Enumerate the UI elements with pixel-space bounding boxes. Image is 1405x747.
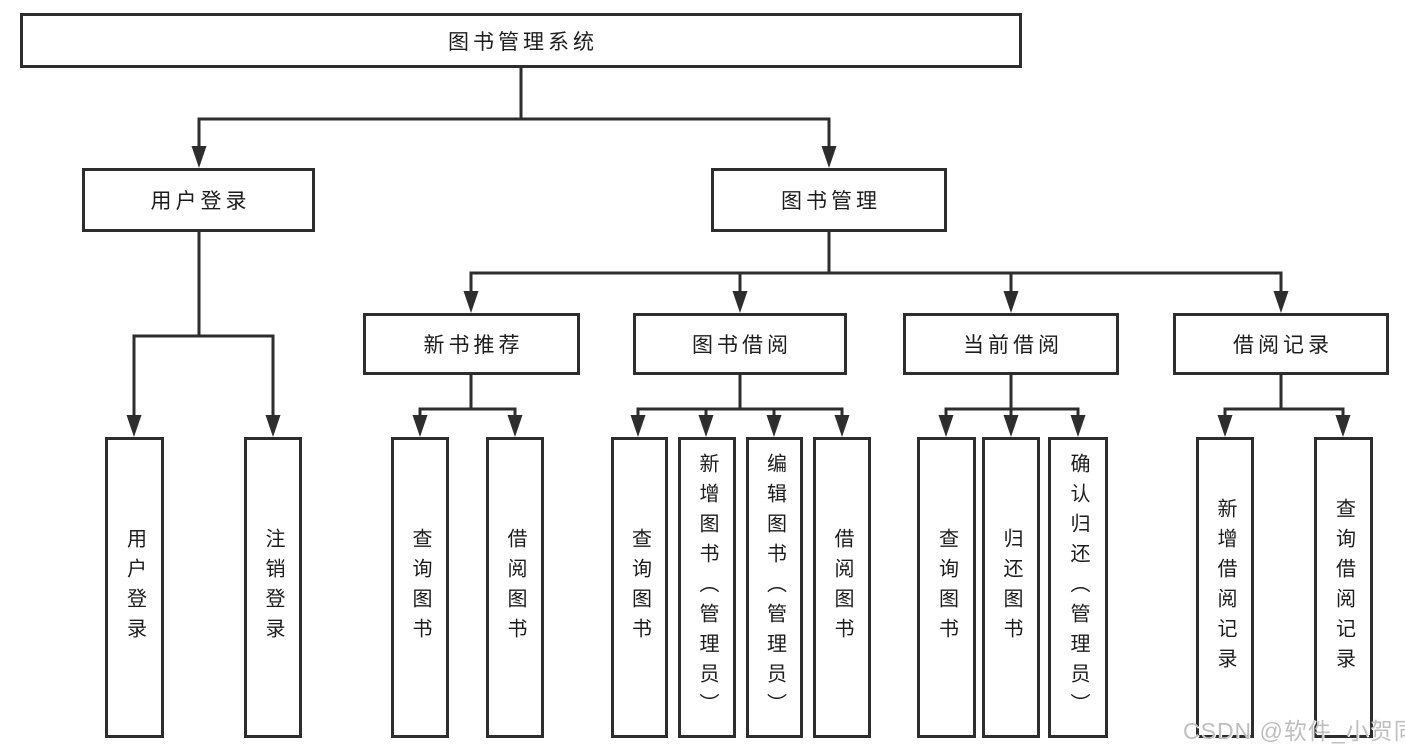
- node-label: 图书管理系统: [448, 30, 598, 54]
- node-label: 新增图书（管理员）: [696, 452, 718, 723]
- leaf-borrow-books-borrowing: 借阅图书: [813, 437, 871, 738]
- node-label: 新书推荐: [423, 334, 524, 357]
- node-label: 借阅图书: [504, 527, 526, 648]
- node-label: 注销登录: [262, 527, 284, 648]
- node-label: 编辑图书（管理员）: [763, 452, 786, 723]
- leaf-edit-book-admin: 编辑图书（管理员）: [746, 437, 803, 738]
- watermark: CSDN @软件_小贺同学: [1183, 718, 1405, 744]
- node-label: 新增借阅记录: [1214, 497, 1236, 678]
- node-current-borrowing: 当前借阅: [903, 313, 1119, 375]
- node-label: 用户登录: [150, 190, 251, 213]
- node-label: 用户登录: [123, 527, 146, 648]
- node-label: 查询借阅记录: [1332, 497, 1355, 678]
- arrowheads: [126, 146, 1351, 437]
- leaf-query-books-current: 查询图书: [917, 437, 976, 738]
- leaf-return-book: 归还图书: [982, 437, 1040, 738]
- node-book-management: 图书管理: [711, 168, 947, 232]
- node-label: 当前借阅: [963, 334, 1063, 357]
- leaf-query-books-recommend: 查询图书: [391, 437, 449, 738]
- leaf-query-borrow-record: 查询借阅记录: [1314, 437, 1373, 738]
- node-label: 图书借阅: [692, 334, 792, 357]
- connector-paths: [132, 67, 1345, 419]
- leaf-confirm-return-admin: 确认归还（管理员）: [1048, 437, 1108, 738]
- node-label: 查询图书: [935, 527, 958, 648]
- node-label: 查询图书: [409, 527, 431, 648]
- leaf-add-borrow-record: 新增借阅记录: [1196, 437, 1254, 738]
- node-label: 确认归还（管理员）: [1067, 452, 1089, 723]
- leaf-add-book-admin: 新增图书（管理员）: [678, 437, 736, 738]
- node-user-login: 用户登录: [82, 168, 315, 232]
- node-label: 查询图书: [628, 527, 651, 648]
- node-label: 归还图书: [1000, 527, 1022, 648]
- leaf-user-login: 用户登录: [105, 437, 164, 738]
- node-book-borrowing: 图书借阅: [633, 313, 847, 375]
- leaf-query-books-borrowing: 查询图书: [611, 437, 668, 738]
- node-book-management-system: 图书管理系统: [20, 13, 1022, 68]
- node-label: 借阅记录: [1233, 334, 1333, 357]
- node-label: 图书管理: [781, 190, 881, 213]
- node-label: 借阅图书: [831, 527, 853, 648]
- leaf-logout: 注销登录: [244, 437, 302, 738]
- leaf-borrow-books-recommend: 借阅图书: [486, 437, 544, 738]
- node-borrowing-records: 借阅记录: [1173, 313, 1389, 375]
- node-new-book-recommendation: 新书推荐: [363, 313, 580, 375]
